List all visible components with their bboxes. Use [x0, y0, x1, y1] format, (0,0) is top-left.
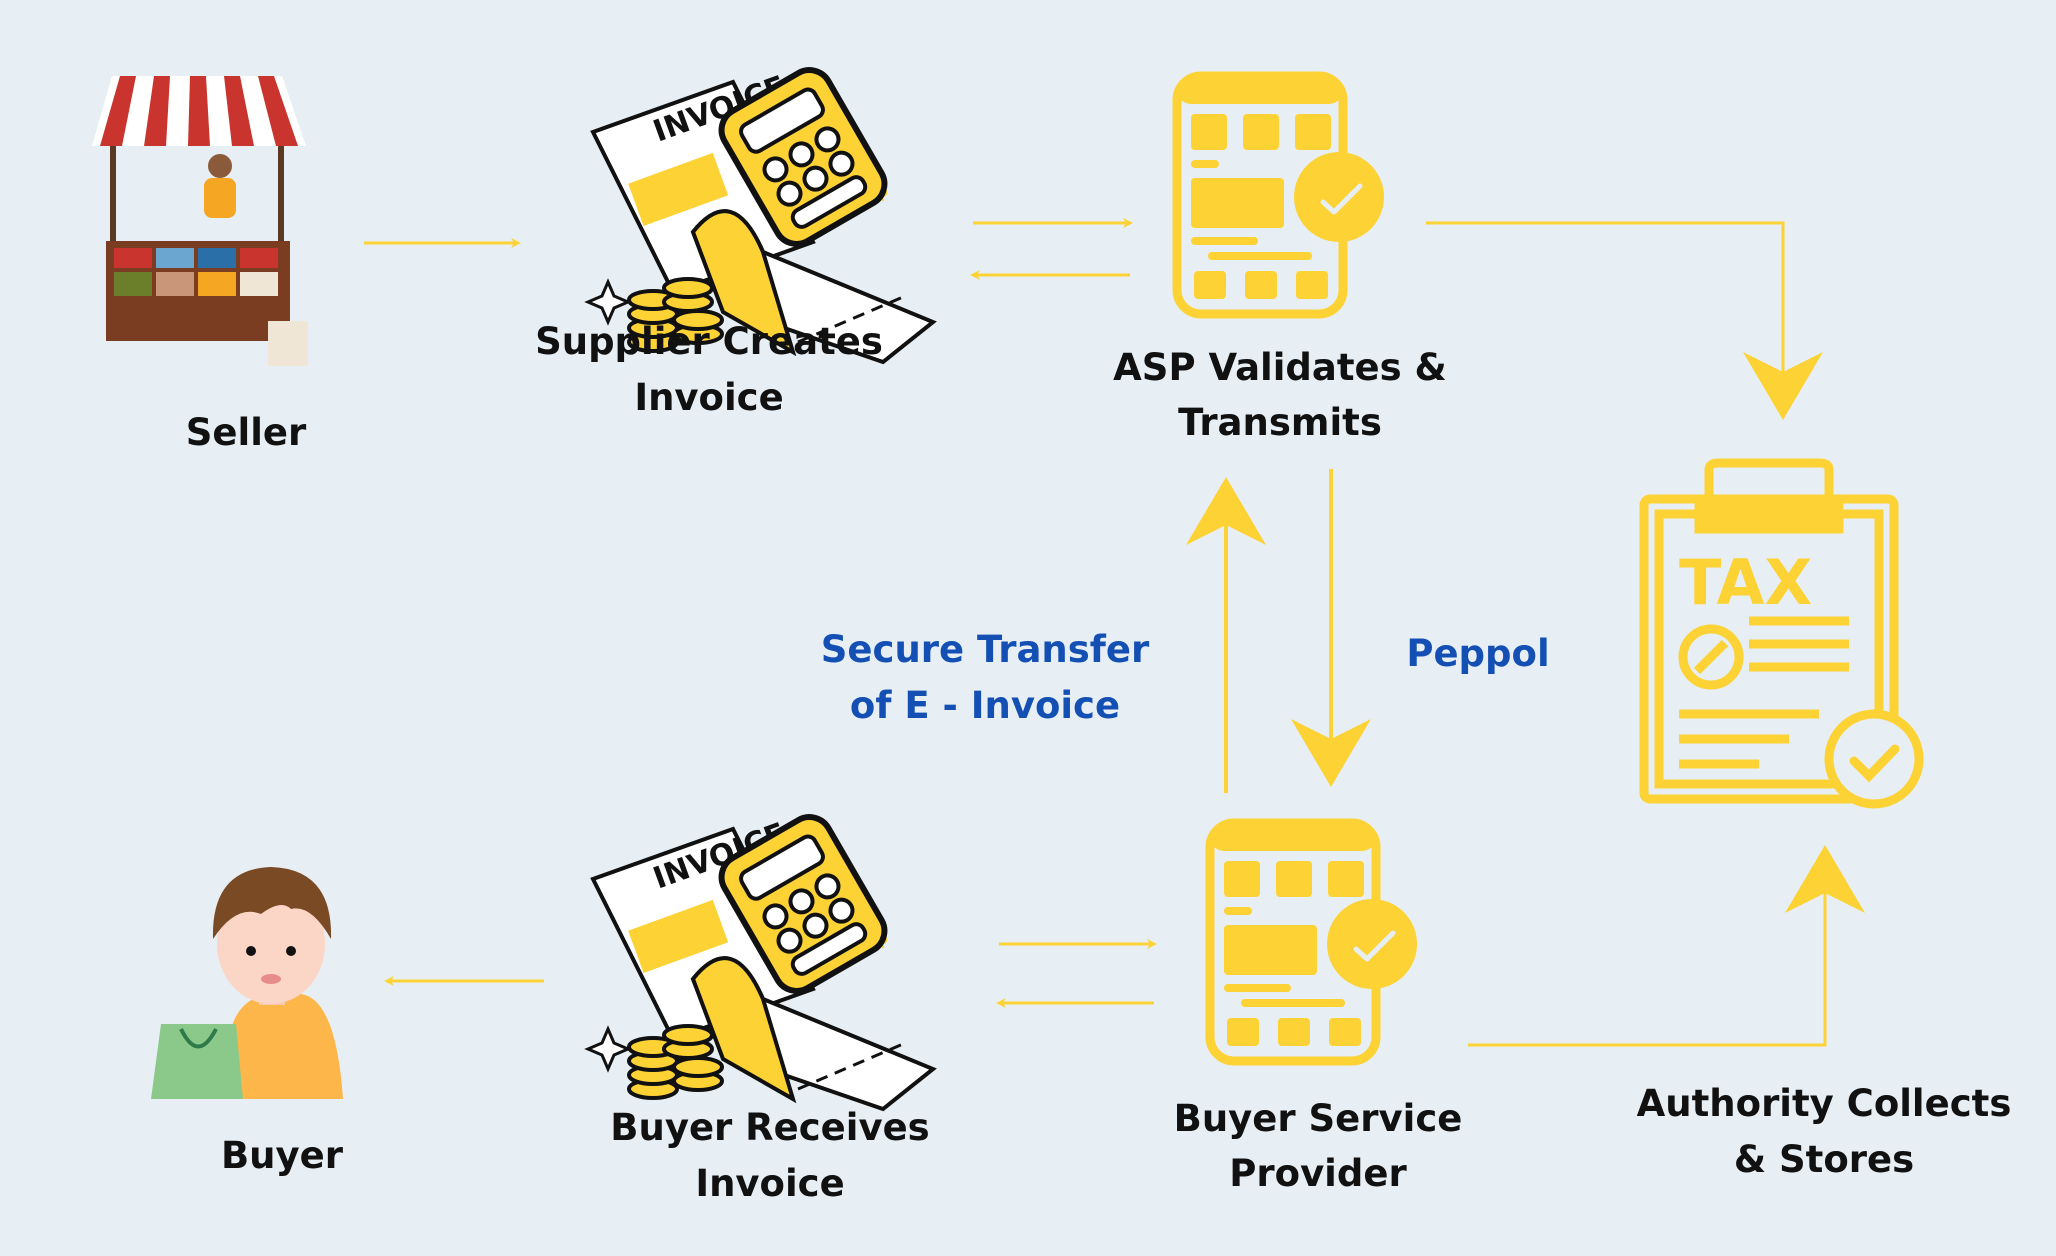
buyer-sp-label-line1: Buyer Service	[1174, 1097, 1463, 1140]
market-stall-icon	[92, 76, 308, 366]
invoice-calculator-icon	[588, 62, 933, 362]
seller-label: Seller	[186, 411, 307, 454]
svg-text:TAX: TAX	[1679, 546, 1812, 619]
arrowhead-down-icon	[1291, 719, 1371, 787]
arrow-buyer-sp-to-authority	[1468, 870, 1827, 1047]
authority-label-line2: & Stores	[1734, 1138, 1914, 1181]
secure-transfer-label-line2: of E - Invoice	[850, 684, 1120, 727]
asp-label-line2: Transmits	[1178, 401, 1382, 444]
arrow-asp-to-authority	[1426, 221, 1785, 400]
arrowhead-up-icon	[1186, 477, 1266, 545]
asp-phone-check-icon	[1177, 76, 1384, 314]
buyer-sp-label-line2: Provider	[1229, 1152, 1407, 1195]
supplier-label-line2: Invoice	[634, 376, 783, 419]
arrowhead-down-icon	[1743, 352, 1823, 420]
secure-transfer-label-line1: Secure Transfer	[821, 628, 1150, 671]
buyer-label: Buyer	[221, 1134, 344, 1177]
authority-label-line1: Authority Collects	[1637, 1082, 2012, 1125]
buyer-invoice-label-line2: Invoice	[695, 1162, 844, 1205]
buyer-invoice-label-line1: Buyer Receives	[610, 1106, 929, 1149]
asp-label-line1: ASP Validates &	[1113, 346, 1447, 389]
tax-clipboard-icon: TAX	[1639, 458, 1924, 809]
arrowhead-up-icon	[1785, 845, 1865, 913]
buyer-person-icon	[151, 867, 343, 1099]
supplier-label-line1: Supplier Creates	[535, 320, 883, 363]
invoice-calculator-icon	[588, 809, 933, 1109]
peppol-label: Peppol	[1406, 632, 1549, 675]
buyer-sp-phone-check-icon	[1210, 823, 1417, 1061]
